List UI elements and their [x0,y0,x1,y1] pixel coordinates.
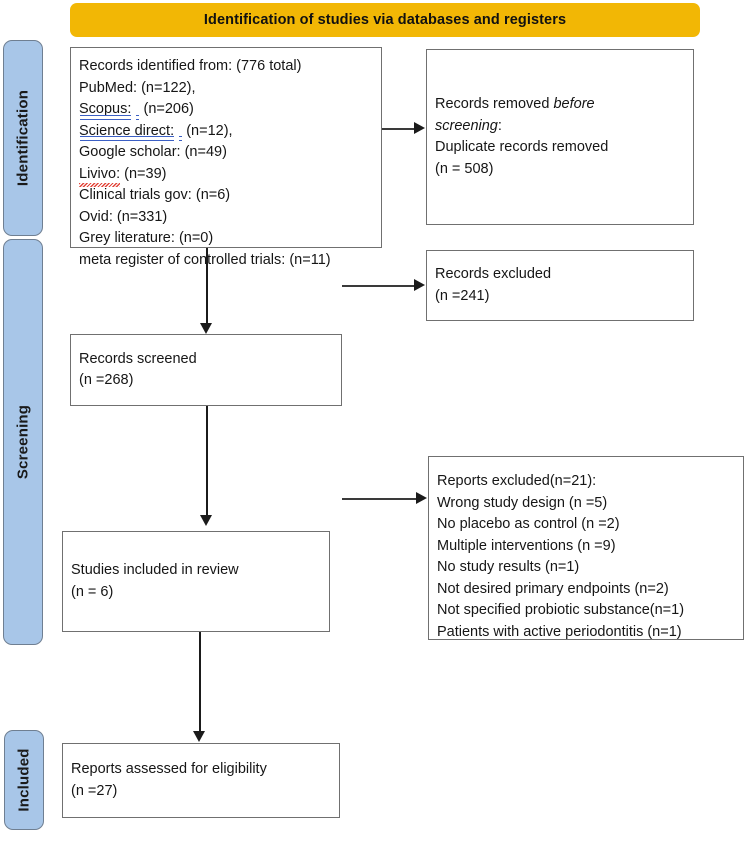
source-name-livivo: Livivo: [79,164,121,187]
records-removed-count: (n = 508) [435,160,494,177]
box-records-identified: Records identified from: (776 total) Pub… [70,47,382,268]
source-count-scopus: (n=206) [143,101,194,117]
reports-excluded-line: Not desired primary endpoints (n=2) [437,580,669,597]
source-name-google-scholar: Google scholar: [79,144,181,160]
reports-excluded-line: No study results (n=1) [437,559,580,575]
records-excluded-count: (n =241) [435,287,490,304]
connector-screened-to-excluded [342,285,416,287]
source-line-science-direct: Science direct: (n=12), [79,121,373,143]
records-removed-line1-text: Records removed [435,96,554,112]
records-removed-line2: screening: [435,116,685,138]
records-identified-title: Records identified from: (776 total) [79,58,302,74]
records-removed-emphasis-screening: screening [435,117,498,134]
source-name-science-direct: Science direct: [79,121,175,143]
source-count-ovid: (n=331) [116,208,168,225]
hyperlink-artifact-icon [135,99,140,121]
records-screened-count: (n =268) [79,372,134,388]
source-line-grey-literature: Grey literature: (n=0) [79,228,373,250]
source-line-livivo: Livivo: (n=39) [79,164,373,187]
arrow-screened-to-studies [200,515,212,526]
source-count-livivo: (n=39) [124,165,167,182]
box-records-removed: Records removed before screening: Duplic… [426,49,694,225]
connector-identified-to-removed [382,128,416,130]
stage-tab-identification[interactable]: Identification [3,40,43,236]
banner-title: Identification of studies via databases … [203,12,567,28]
box-reports-assessed: Reports assessed for eligibility (n =27) [62,743,340,818]
source-name-meta-register: meta register of controlled trials: [79,251,286,268]
reports-excluded-line: Reports excluded(n=21): [437,473,597,489]
source-line-scopus: Scopus: (n=206) [79,99,373,121]
reports-excluded-line: Multiple interventions (n =9) [437,537,616,554]
reports-excluded-line: Not specified probiotic substance(n=1) [437,602,685,618]
source-line-meta-register: meta register of controlled trials: (n=1… [79,250,373,272]
records-removed-emphasis-before: before [553,96,595,112]
box-studies-included: Studies included in review (n = 6) [62,531,330,632]
records-screened-label: Records screened [79,350,197,367]
source-name-clinical-trials-gov: Clinical trials gov: [79,187,192,203]
arrow-screened-to-excluded [414,279,425,291]
source-line-ovid: Ovid: (n=331) [79,207,373,229]
source-name-ovid: Ovid: [79,208,113,225]
records-removed-line1: Records removed before [435,94,685,116]
connector-studies-to-assessed [199,632,201,732]
source-count-meta-register: (n=11) [289,251,331,268]
arrow-studies-to-reports-excluded [416,492,427,504]
arrow-identified-to-removed [414,122,425,134]
records-removed-colon: : [497,117,502,134]
source-name-pubmed: PubMed: [79,79,138,96]
connector-studies-to-reports-excluded [342,498,418,500]
source-line-clinical-trials-gov: Clinical trials gov: (n=6) [79,185,373,207]
reports-assessed-label: Reports assessed for eligibility [71,761,267,777]
studies-included-count: (n = 6) [71,583,114,600]
stage-tab-included-label: Included [15,748,33,812]
stage-tab-included[interactable]: Included [4,730,44,830]
studies-included-label: Studies included in review [71,562,239,578]
source-line-google-scholar: Google scholar: (n=49) [79,142,373,164]
hyperlink-artifact-icon [178,121,183,143]
stage-tab-identification-label: Identification [14,89,32,187]
connector-screened-to-studies [206,406,208,516]
connector-identified-to-screened [206,248,208,325]
stage-tab-screening-label: Screening [14,404,32,480]
reports-excluded-line: Wrong study design (n =5) [437,494,608,511]
records-removed-line3: Duplicate records removed [435,139,609,155]
source-count-pubmed: (n=122), [141,79,196,96]
reports-assessed-count: (n =27) [71,782,118,799]
diagram-banner: Identification of studies via databases … [70,3,700,37]
box-records-screened: Records screened (n =268) [70,334,342,406]
box-reports-excluded: Reports excluded(n=21): Wrong study desi… [428,456,744,640]
source-count-clinical-trials-gov: (n=6) [195,187,231,203]
source-name-scopus: Scopus: [79,99,132,121]
box-records-excluded: Records excluded (n =241) [426,250,694,321]
stage-tab-screening[interactable]: Screening [3,239,43,645]
source-name-grey-literature: Grey literature: [79,230,175,246]
reports-excluded-line: No placebo as control (n =2) [437,516,620,532]
source-line-pubmed: PubMed: (n=122), [79,78,373,100]
reports-excluded-line: Patients with active periodontitis (n=1) [437,623,682,640]
arrow-studies-to-assessed [193,731,205,742]
source-count-grey-literature: (n=0) [178,230,214,246]
source-count-science-direct: (n=12), [186,122,233,139]
records-excluded-label: Records excluded [435,266,552,282]
source-count-google-scholar: (n=49) [184,144,227,160]
arrow-identified-to-screened [200,323,212,334]
